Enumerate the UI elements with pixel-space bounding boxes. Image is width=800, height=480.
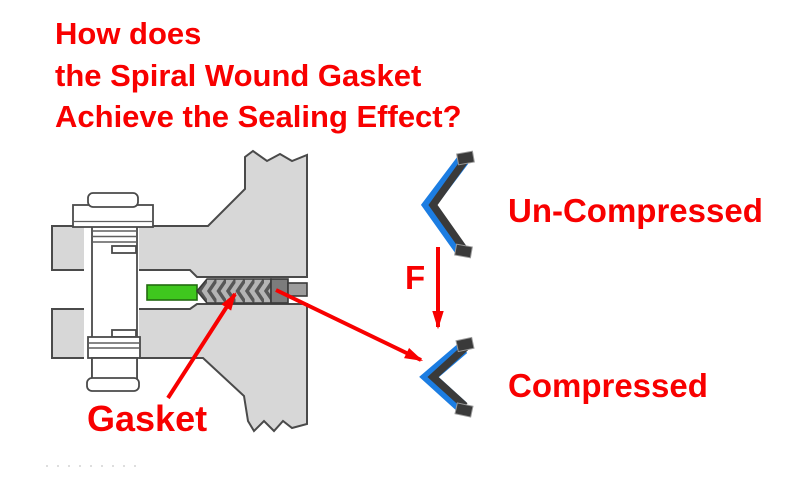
gasket-pointer-arrow [166,292,237,400]
title-line-2: the Spiral Wound Gasket [55,57,422,93]
gasket-to-compressed-arrow [275,288,424,362]
bolt-bottom-nut [91,357,138,381]
chevron-end-cap [456,150,475,166]
flange-assembly [51,149,308,433]
title-line-3: Achieve the Sealing Effect? [55,99,462,134]
title-line-1: How does [55,16,202,51]
bolt-thread-runout-top [111,245,137,254]
bolt-bottom-cap [86,377,140,392]
force-label: F [405,259,426,296]
gasket-guide-ring [287,282,308,297]
bolt-top-nut [72,204,154,228]
bolt [72,192,154,392]
inner-ring-green [146,284,198,301]
spiral-wound-gasket [195,278,272,304]
page-title: How does the Spiral Wound Gasket Achieve… [55,13,462,138]
chevron-end-cap [454,243,473,259]
bolt-thread-lines-top [93,230,136,243]
chevron-end-cap [454,402,474,418]
gasket-label: Gasket [87,398,208,439]
bolt-head-cap [87,192,139,208]
chevron-end-cap [455,336,475,353]
bolt-washer-lines [89,342,139,349]
uncompressed-chevron-icon [420,150,475,259]
compressed-chevron-icon [419,336,475,418]
compressed-label: Compressed [508,367,708,404]
bolt-thread-runout-bottom [111,329,137,338]
uncompressed-label: Un-Compressed [508,192,763,229]
annotations [166,247,444,400]
